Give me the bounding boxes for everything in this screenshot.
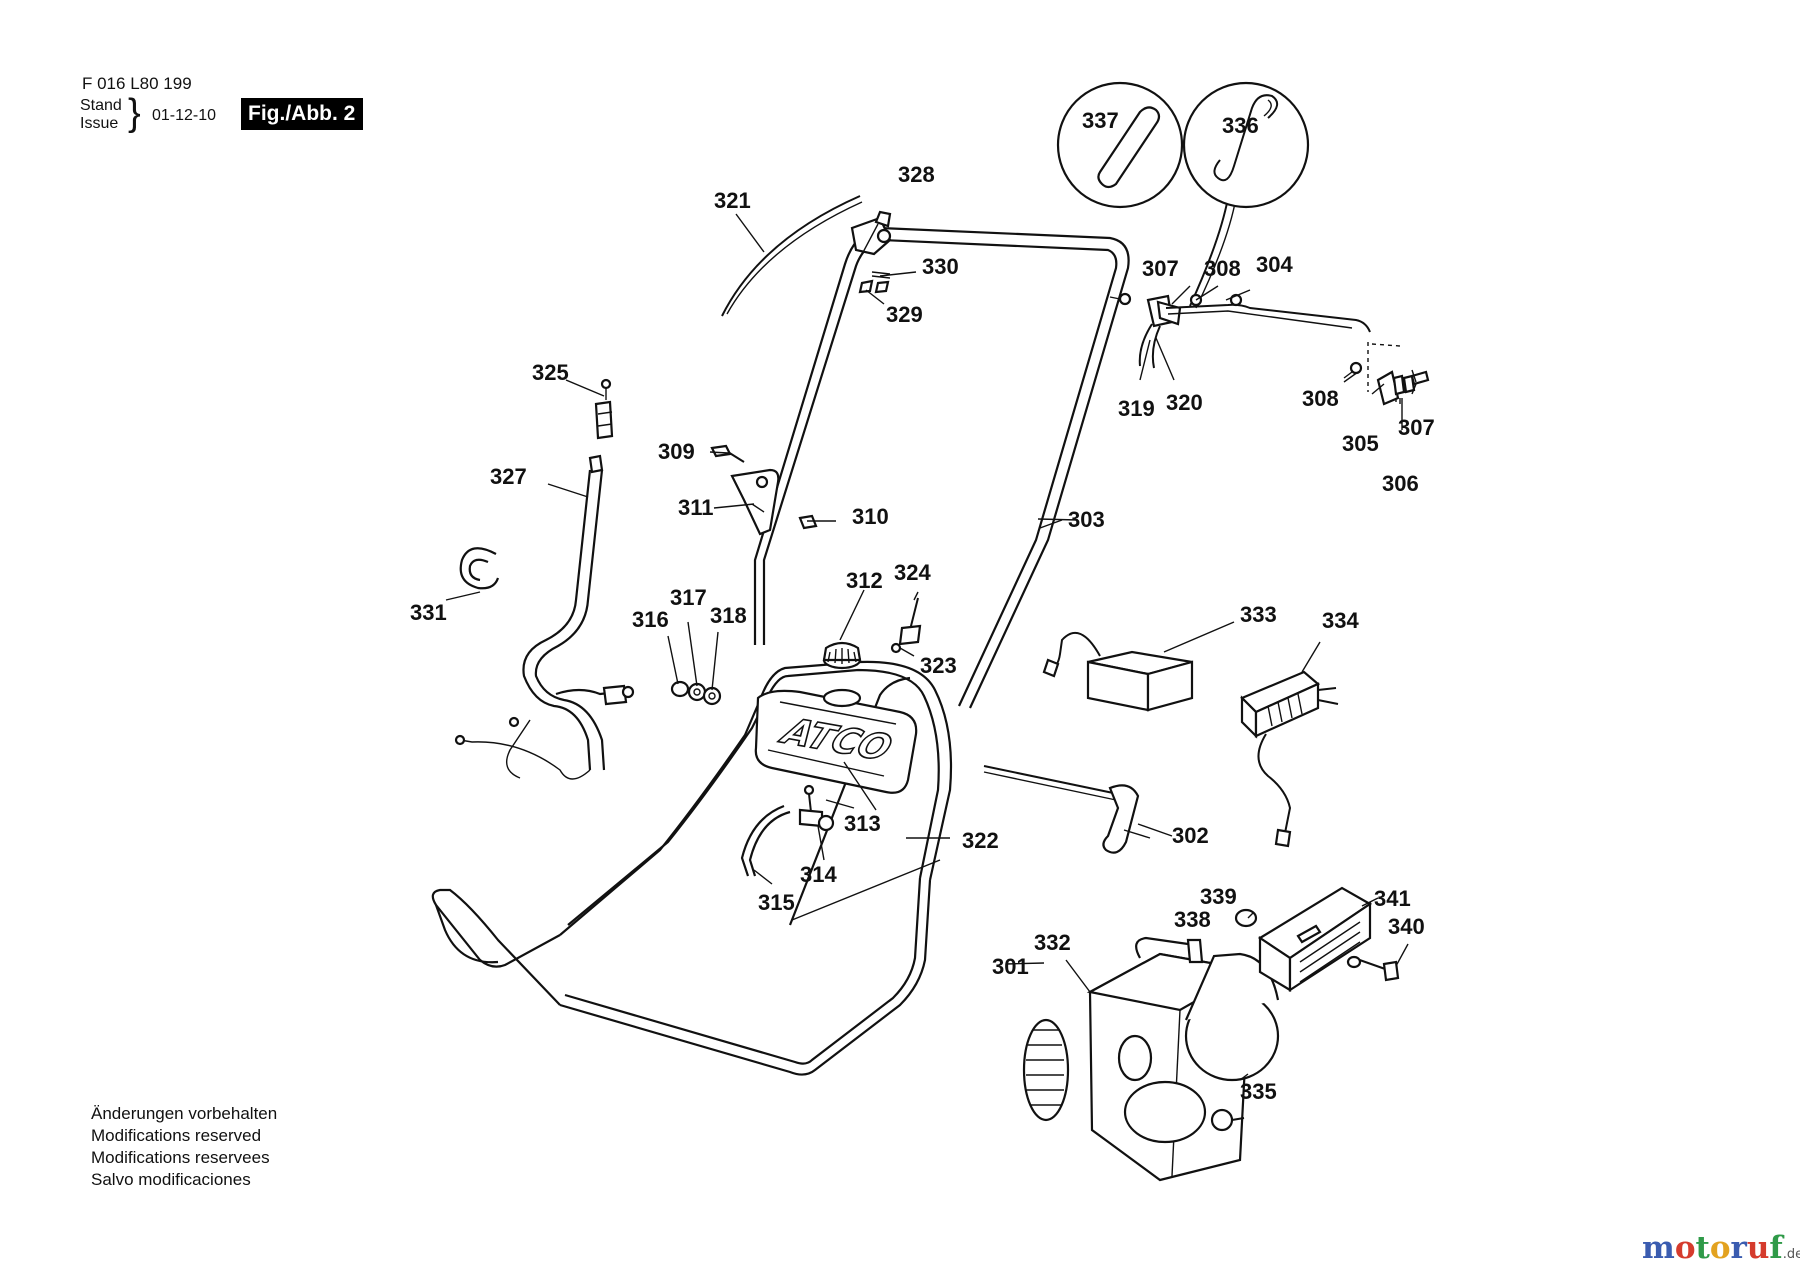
label-313: 313	[844, 811, 881, 836]
note-de: Änderungen vorbehalten	[91, 1104, 278, 1123]
washers-316-318	[670, 680, 722, 706]
tank-bracket-322	[788, 676, 911, 926]
nut-339	[1234, 908, 1258, 928]
label-317: 317	[670, 585, 707, 610]
label-311: 311	[678, 495, 714, 520]
tank-cap-312	[822, 641, 862, 670]
label-314: 314	[800, 862, 837, 887]
fuel-hose-315	[740, 804, 791, 877]
screw-309	[710, 444, 745, 463]
lever-assembly-304	[1109, 197, 1371, 369]
label-307-left: 307	[1142, 256, 1179, 281]
cable-321	[721, 195, 863, 317]
label-341: 341	[1374, 886, 1411, 911]
label-332: 332	[1034, 930, 1071, 955]
label-307-right: 307	[1398, 415, 1435, 440]
label-323: 323	[920, 653, 957, 678]
label-327: 327	[490, 464, 527, 489]
clamp-328	[850, 210, 892, 256]
label-337: 337	[1082, 108, 1119, 133]
label-338: 338	[1174, 907, 1211, 932]
screw-324	[898, 597, 922, 646]
document-code: F 016 L80 199	[82, 74, 192, 93]
lever-plate-311	[730, 468, 780, 536]
label-301: 301	[992, 954, 1029, 979]
label-308-left: 308	[1204, 256, 1241, 281]
nut-310	[798, 514, 818, 530]
rod-302	[983, 765, 1140, 854]
modification-notes: Änderungen vorbehalten Modifications res…	[91, 1103, 277, 1191]
label-331: 331	[410, 600, 447, 625]
label-312: 312	[846, 568, 883, 593]
lower-frame-301	[431, 660, 953, 1076]
battery-333	[1042, 631, 1194, 712]
label-330: 330	[922, 254, 959, 279]
note-fr: Modifications reservees	[91, 1148, 270, 1167]
stand-label: Stand	[80, 97, 122, 114]
label-320: 320	[1166, 390, 1203, 415]
bracket-305-306	[1343, 342, 1430, 406]
note-en: Modifications reserved	[91, 1126, 262, 1145]
brand-logo: motoruf.de	[1642, 1230, 1800, 1266]
label-325: 325	[532, 360, 569, 385]
label-319: 319	[1118, 396, 1155, 421]
label-318: 318	[710, 603, 747, 628]
clip-331	[459, 547, 500, 590]
label-324: 324	[894, 560, 931, 585]
figure-badge: Fig./Abb. 2	[241, 98, 364, 130]
label-309: 309	[658, 439, 695, 464]
upper-handle-303	[753, 226, 1130, 709]
fuel-tank-313: ATCO	[754, 688, 918, 794]
cable-harness-327	[454, 454, 635, 780]
issue-date: 01-12-10	[152, 107, 217, 124]
label-306: 306	[1382, 471, 1419, 496]
label-315: 315	[758, 890, 795, 915]
label-316: 316	[632, 607, 669, 632]
label-322: 322	[962, 828, 999, 853]
label-304: 304	[1256, 252, 1293, 277]
bolt-340	[1346, 955, 1400, 982]
note-es: Salvo modificaciones	[91, 1170, 251, 1189]
stand-issue-label: Stand Issue	[80, 97, 122, 133]
issue-label: Issue	[80, 115, 119, 132]
label-305: 305	[1342, 431, 1379, 456]
charger-334	[1240, 670, 1339, 848]
label-329: 329	[886, 302, 923, 327]
part-labels: 301 302 303 304 305 306 307 307 308 308 …	[410, 108, 1435, 1104]
label-321: 321	[714, 188, 751, 213]
screws-329-330	[858, 271, 891, 294]
label-335: 335	[1240, 1079, 1277, 1104]
label-302: 302	[1172, 823, 1209, 848]
washer-323	[890, 642, 902, 654]
tank-logo: ATCO	[773, 710, 898, 769]
label-328: 328	[898, 162, 935, 187]
label-333: 333	[1240, 602, 1277, 627]
label-339: 339	[1200, 884, 1237, 909]
label-303: 303	[1068, 507, 1105, 532]
label-308-right: 308	[1302, 386, 1339, 411]
label-340: 340	[1388, 914, 1425, 939]
grip-325	[594, 378, 614, 440]
detail-circle-337	[1056, 81, 1184, 209]
air-filter-335	[1184, 952, 1280, 1132]
leader-lines	[445, 213, 1417, 1081]
label-336: 336	[1222, 113, 1259, 138]
label-334: 334	[1322, 608, 1359, 633]
fuel-tap-314	[798, 784, 835, 832]
detail-circle-336	[1182, 81, 1310, 209]
label-310: 310	[852, 504, 889, 529]
muffler-341	[1257, 886, 1373, 993]
brace-glyph: }	[128, 92, 141, 134]
